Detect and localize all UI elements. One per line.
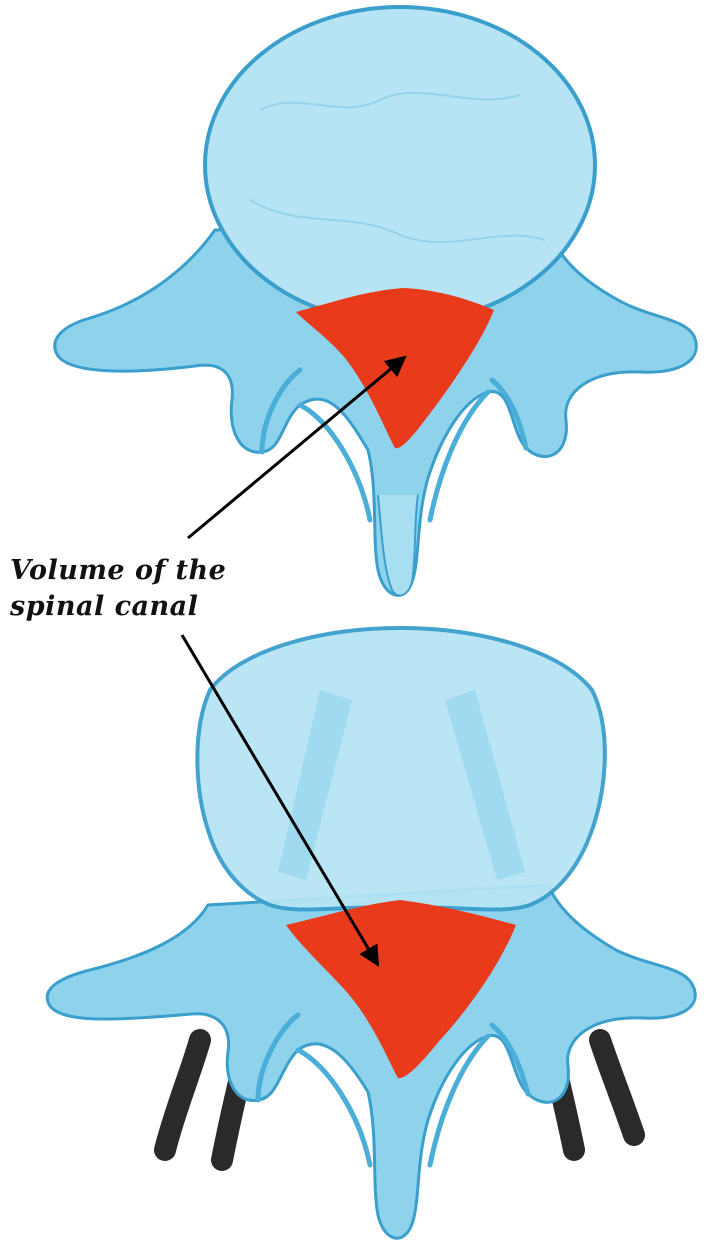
arrow-to-top-canal — [187, 355, 407, 540]
body-screw-left — [278, 690, 352, 880]
body-screw-right — [445, 690, 525, 880]
bottom-vertebra-posterior-elements — [45, 883, 697, 1240]
top-vertebra — [53, 5, 698, 597]
top-vertebra-posterior-elements — [53, 228, 698, 597]
bottom-spinal-canal — [286, 900, 516, 1079]
top-spinous-process — [377, 494, 419, 597]
bottom-vertebra — [45, 625, 697, 1240]
implant-rod-right-outer — [589, 1029, 645, 1146]
top-vertebral-body — [203, 5, 597, 325]
annotation-line-2: spinal canal — [10, 591, 199, 622]
arrow-to-bottom-canal — [180, 634, 380, 967]
implant-rod-left-outer — [154, 1029, 211, 1161]
top-body-texture — [249, 91, 546, 244]
bottom-vertebral-body — [195, 625, 607, 912]
top-lamina-shade — [259, 367, 529, 523]
annotation-line-1: Volume of the — [10, 555, 227, 586]
spinal-canal-annotation: Volume of the spinal canal — [10, 553, 310, 625]
bottom-lamina-shade — [255, 1012, 531, 1168]
